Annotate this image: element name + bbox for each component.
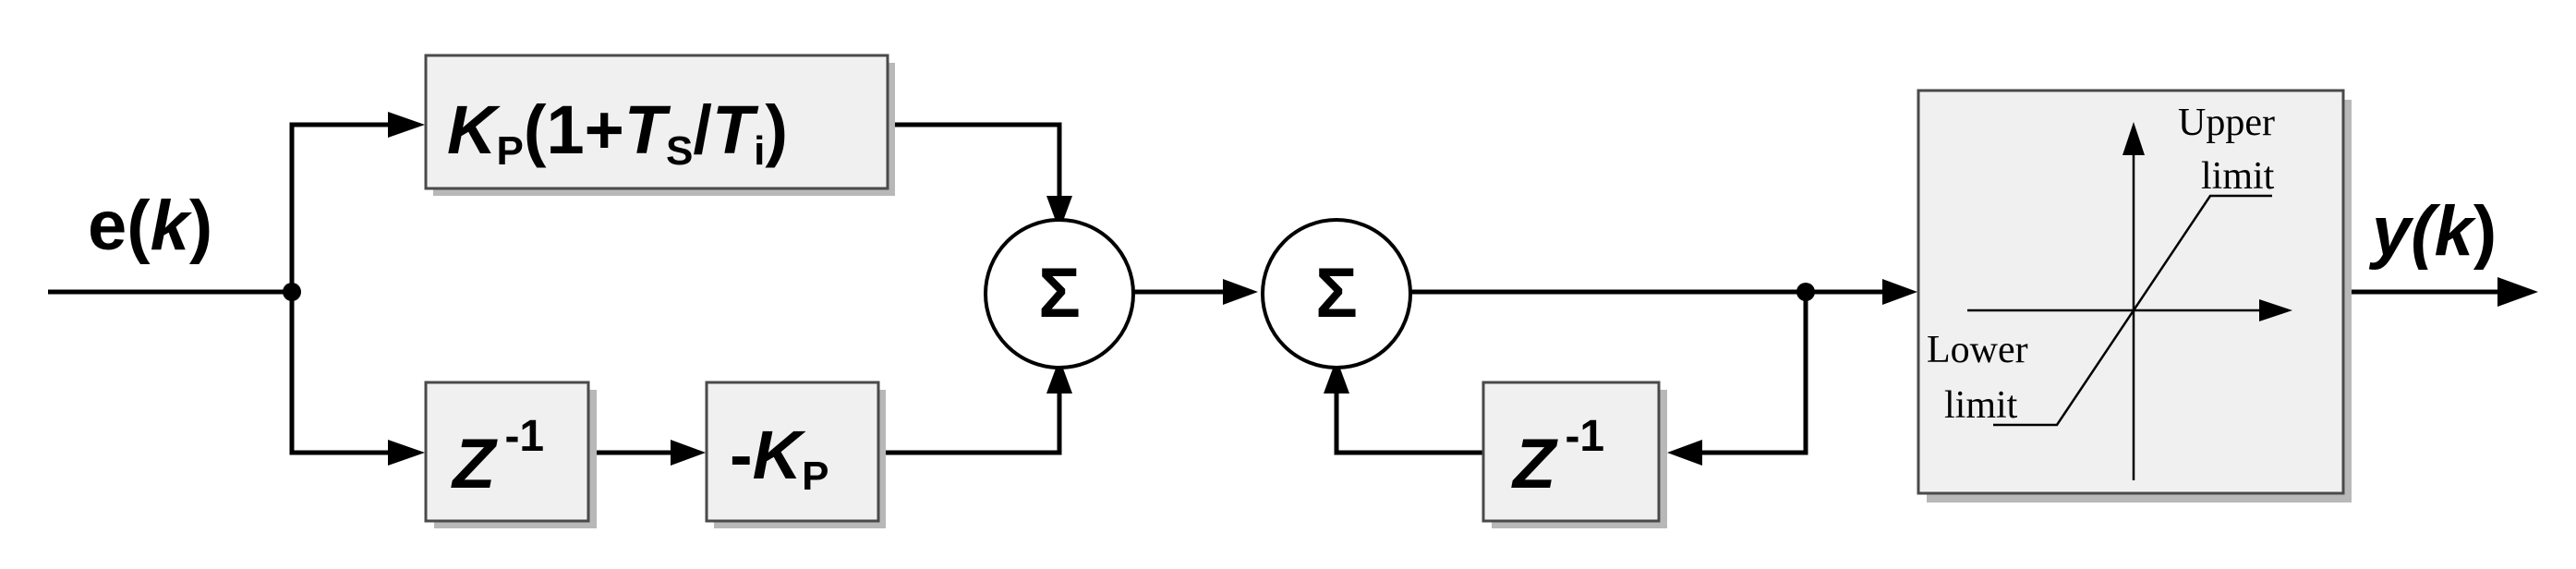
delay2-to-sum2-wire	[1334, 375, 1482, 455]
arrow-head	[1324, 358, 1349, 393]
sum-symbol: Σ	[1038, 254, 1081, 333]
arrow-head	[1223, 279, 1258, 305]
lower-branch-wire	[289, 292, 408, 455]
delay-block-2: Z-1	[1482, 381, 1667, 528]
pi-block-expression: KP(1+TS/Ti)	[447, 91, 788, 174]
negative-gain-block: -KP	[705, 381, 886, 528]
lower-limit-label-line1: Lower	[1927, 329, 2028, 371]
signal-wires	[48, 112, 2538, 466]
arrow-head	[388, 440, 425, 466]
sum-symbol: Σ	[1315, 254, 1358, 333]
arrow-head	[2259, 299, 2292, 321]
saturation-limiter-block: Upper limit Lower limit	[1917, 89, 2352, 502]
delay-block-1-label: Z-1	[451, 412, 544, 503]
lower-limit-label-line2: limit	[1944, 384, 2018, 427]
arrow-head	[2497, 277, 2538, 307]
delay-block-2-label: Z-1	[1511, 412, 1604, 503]
upper-limit-label-line1: Upper	[2178, 102, 2275, 144]
negkp-to-sum1-wire	[886, 375, 1062, 455]
arrow-head	[1667, 440, 1702, 466]
summing-junction-2: Σ	[1261, 218, 1412, 369]
negative-gain-label: -KP	[730, 417, 828, 499]
arrow-head	[1046, 196, 1072, 231]
arrow-head	[2122, 122, 2145, 155]
arrow-head	[388, 112, 425, 138]
input-signal-label: e(k)	[88, 187, 212, 265]
saturation-curve	[1993, 194, 2272, 427]
feedback-to-delay2-wire	[1684, 292, 1808, 455]
arrow-head	[1046, 358, 1072, 393]
delay-block-1: Z-1	[424, 381, 597, 528]
upper-limit-label-line2: limit	[2201, 155, 2275, 198]
output-signal-label: y(k)	[2368, 192, 2497, 271]
proportional-integral-block: KP(1+TS/Ti)	[424, 54, 895, 196]
upper-branch-wire	[289, 122, 408, 292]
pi-to-sum1-wire	[888, 122, 1062, 214]
summing-junction-1: Σ	[984, 218, 1135, 369]
arrow-head	[1882, 279, 1917, 305]
arrow-head	[671, 440, 706, 466]
